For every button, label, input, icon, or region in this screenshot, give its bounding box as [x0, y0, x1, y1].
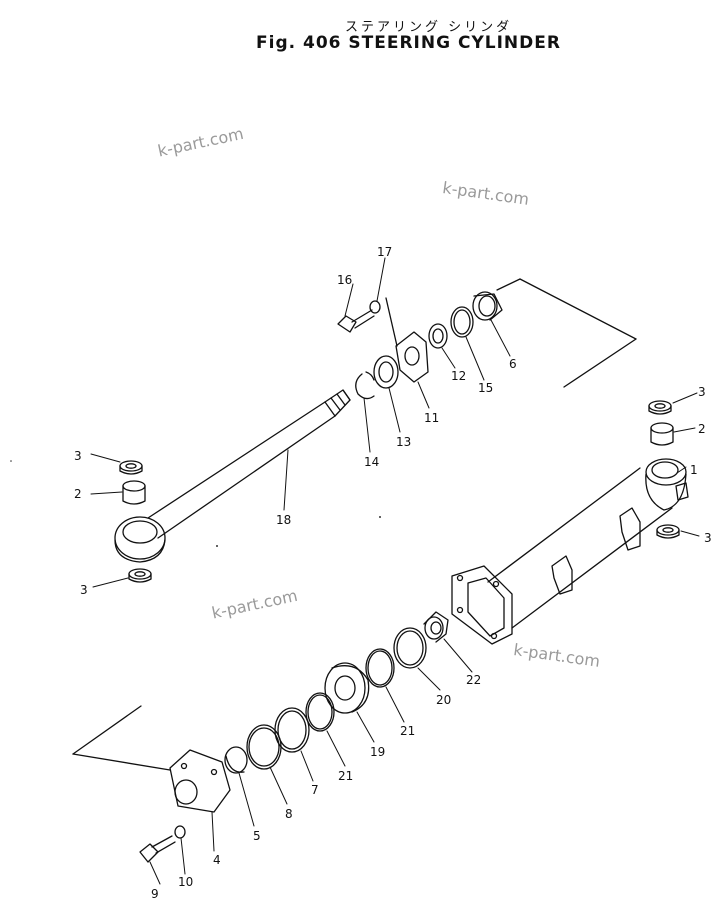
callout-9: 9	[151, 887, 159, 901]
callout-3: 3	[74, 449, 82, 463]
assembly-lines	[72, 278, 637, 771]
callout-8: 8	[285, 807, 293, 821]
gland-parts	[337, 291, 503, 400]
callout-11: 11	[424, 411, 439, 425]
bushings-and-dust-seals	[119, 400, 680, 583]
callout-1: 1	[690, 463, 698, 477]
callout-22: 22	[466, 673, 481, 687]
callout-3: 3	[80, 583, 88, 597]
scan-specks	[10, 460, 381, 547]
callout-13: 13	[396, 435, 411, 449]
cylinder-tube	[451, 458, 689, 645]
callout-21: 21	[338, 769, 353, 783]
callout-6: 6	[509, 357, 517, 371]
callout-3: 3	[704, 531, 712, 545]
piston-parts	[139, 611, 449, 863]
callout-12: 12	[451, 369, 466, 383]
callout-16: 16	[337, 273, 352, 287]
leader-lines	[90, 257, 700, 885]
callout-10: 10	[178, 875, 193, 889]
callout-21: 21	[400, 724, 415, 738]
callout-numbers: 1 2 3 2 3 3 3 4 5 6 7 8 9 10 11 12 13 14…	[74, 245, 712, 901]
callout-20: 20	[436, 693, 451, 707]
piston-rod	[114, 389, 351, 563]
callout-15: 15	[478, 381, 493, 395]
callout-2: 2	[698, 422, 706, 436]
callout-18: 18	[276, 513, 291, 527]
callout-4: 4	[213, 853, 221, 867]
callout-17: 17	[377, 245, 392, 259]
callout-3: 3	[698, 385, 706, 399]
figure-title: Fig. 406 STEERING CYLINDER	[256, 33, 561, 53]
callout-2: 2	[74, 487, 82, 501]
callout-14: 14	[364, 455, 379, 469]
callout-19: 19	[370, 745, 385, 759]
figure-title-japanese: ステアリング シリンダ	[345, 20, 513, 35]
callout-7: 7	[311, 783, 319, 797]
callout-5: 5	[253, 829, 261, 843]
